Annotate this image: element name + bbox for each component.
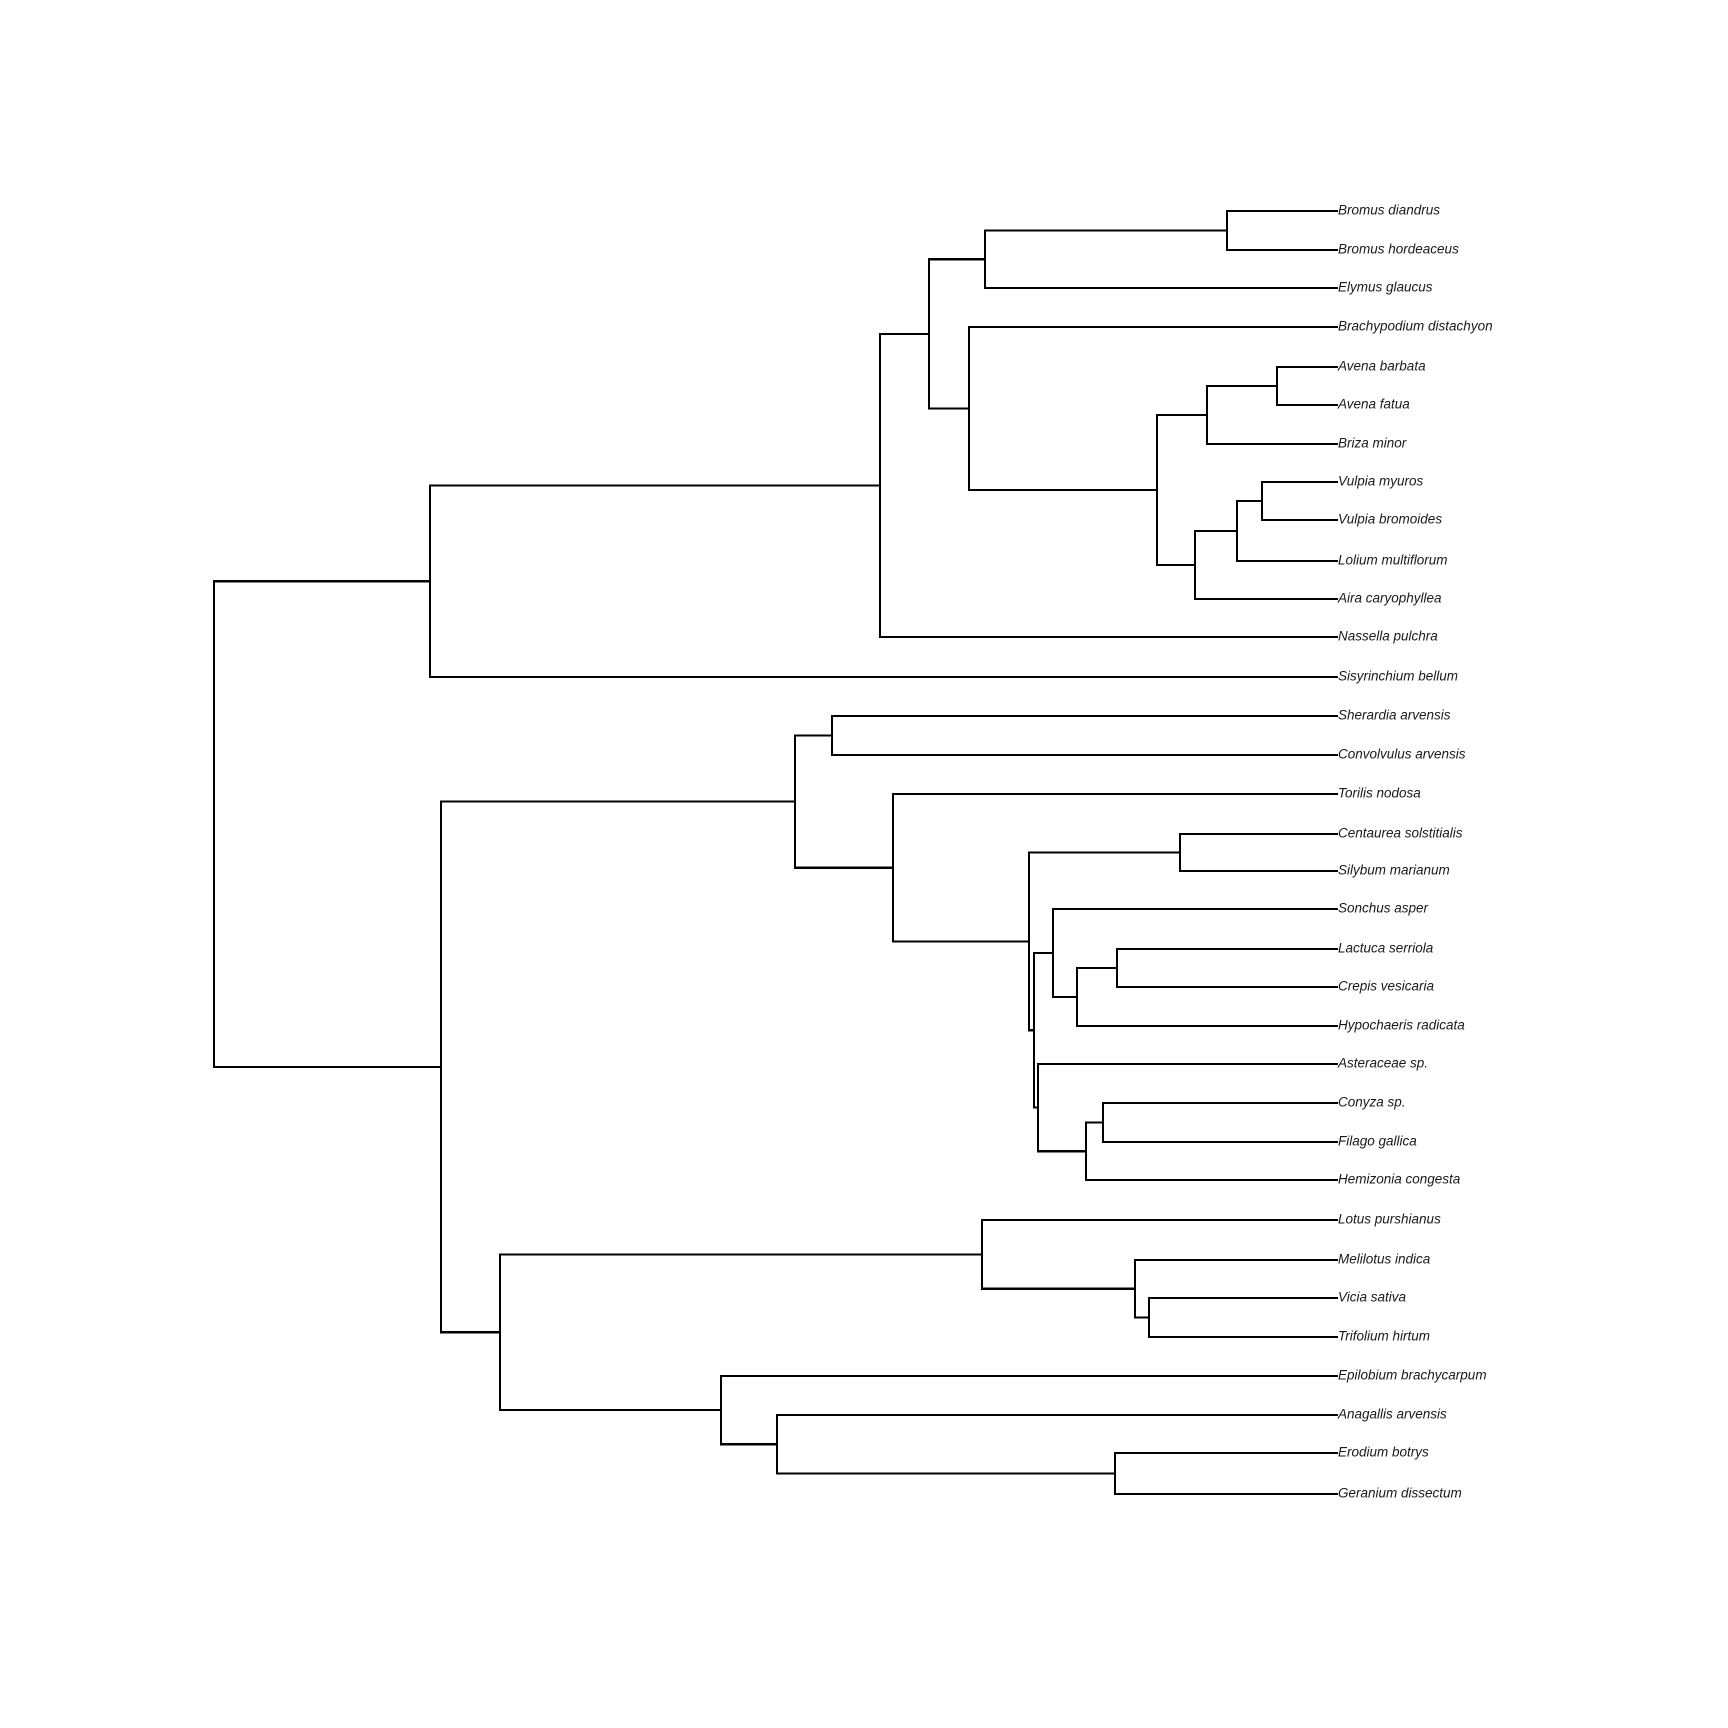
tip-label-lotus-purshianus: Lotus purshianus xyxy=(1338,1212,1441,1227)
tip-label-lactuca-serriola: Lactuca serriola xyxy=(1338,941,1434,956)
tip-label-nassella-pulchra: Nassella pulchra xyxy=(1338,629,1438,644)
tree-branches xyxy=(212,209,1339,1496)
tip-label-vicia-sativa: Vicia sativa xyxy=(1338,1290,1407,1305)
tip-label-crepis-vesicaria: Crepis vesicaria xyxy=(1338,979,1435,994)
tip-label-hypochaeris-radicata: Hypochaeris radicata xyxy=(1338,1018,1465,1033)
tip-label-brachypodium-distachyon: Brachypodium distachyon xyxy=(1338,319,1493,334)
tip-label-asteraceae-sp: Asteraceae sp. xyxy=(1337,1056,1428,1071)
tip-label-bromus-hordeaceus: Bromus hordeaceus xyxy=(1338,242,1459,257)
tip-label-elymus-glaucus: Elymus glaucus xyxy=(1338,280,1433,295)
tip-label-vulpia-myuros: Vulpia myuros xyxy=(1338,474,1424,489)
tip-label-trifolium-hirtum: Trifolium hirtum xyxy=(1338,1329,1430,1344)
tip-label-epilobium-brachycarpum: Epilobium brachycarpum xyxy=(1338,1368,1487,1383)
tip-label-convolvulus-arvensis: Convolvulus arvensis xyxy=(1338,747,1466,762)
tip-label-torilis-nodosa: Torilis nodosa xyxy=(1338,786,1421,801)
tip-label-lolium-multiflorum: Lolium multiflorum xyxy=(1338,553,1448,568)
tip-label-filago-gallica: Filago gallica xyxy=(1338,1134,1417,1149)
tip-label-centaurea-solstitialis: Centaurea solstitialis xyxy=(1338,826,1463,841)
tip-label-bromus-diandrus: Bromus diandrus xyxy=(1338,203,1440,218)
tip-label-erodium-botrys: Erodium botrys xyxy=(1338,1445,1429,1460)
tip-label-avena-barbata: Avena barbata xyxy=(1337,359,1426,374)
tip-label-sonchus-asper: Sonchus asper xyxy=(1338,901,1429,916)
tip-label-sherardia-arvensis: Sherardia arvensis xyxy=(1338,708,1451,723)
tip-label-aira-caryophyllea: Aira caryophyllea xyxy=(1337,591,1442,606)
tip-label-hemizonia-congesta: Hemizonia congesta xyxy=(1338,1172,1461,1187)
tip-label-vulpia-bromoides: Vulpia bromoides xyxy=(1338,512,1442,527)
tip-label-briza-minor: Briza minor xyxy=(1338,436,1407,451)
tip-label-geranium-dissectum: Geranium dissectum xyxy=(1338,1486,1462,1501)
tip-label-avena-fatua: Avena fatua xyxy=(1337,397,1410,412)
tip-label-melilotus-indica: Melilotus indica xyxy=(1338,1252,1431,1267)
tip-label-anagallis-arvensis: Anagallis arvensis xyxy=(1337,1407,1447,1422)
tip-label-sisyrinchium-bellum: Sisyrinchium bellum xyxy=(1338,669,1458,684)
tip-label-silybum-marianum: Silybum marianum xyxy=(1338,863,1450,878)
tip-label-conyza-sp: Conyza sp. xyxy=(1338,1095,1406,1110)
